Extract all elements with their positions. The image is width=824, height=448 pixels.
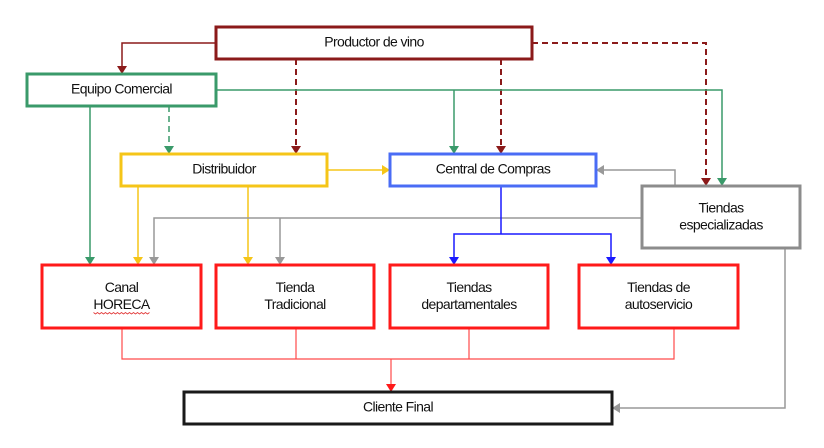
edge-productor-equipo xyxy=(121,42,216,66)
node-box xyxy=(182,390,614,426)
arrowhead xyxy=(164,146,174,154)
node-label: Canal xyxy=(105,279,139,295)
node-label: Tiendas xyxy=(698,200,744,216)
arrowhead xyxy=(291,146,301,154)
connectors xyxy=(85,42,786,413)
arrowhead xyxy=(596,165,604,175)
node-label: HORECA xyxy=(93,296,151,312)
node-box xyxy=(640,184,802,250)
arrowhead xyxy=(717,178,727,186)
edge-retail-cliente xyxy=(121,328,675,384)
arrowhead xyxy=(133,257,143,265)
node-label: Tiendas de xyxy=(627,279,691,295)
node-box xyxy=(214,25,534,61)
arrowhead xyxy=(606,257,616,265)
node-label: Tienda xyxy=(276,279,316,295)
edge-especializadas-cliente xyxy=(620,248,786,409)
arrowhead xyxy=(149,257,159,265)
arrowhead xyxy=(449,257,459,265)
node-label: Tiendas xyxy=(446,279,492,295)
edge-central-retail xyxy=(453,186,612,257)
node-equipo: Equipo Comercial xyxy=(25,72,218,108)
node-central: Central de Compras xyxy=(388,152,598,188)
node-label: Distribuidor xyxy=(192,161,257,177)
node-productor: Productor de vino xyxy=(214,25,534,61)
node-label: Productor de vino xyxy=(324,34,424,50)
arrowhead xyxy=(275,257,285,265)
arrowhead xyxy=(496,146,506,154)
node-label: departamentales xyxy=(421,296,517,312)
arrowhead xyxy=(117,66,127,74)
arrowhead xyxy=(449,146,459,154)
node-box xyxy=(25,72,218,108)
node-label: especializadas xyxy=(679,217,763,233)
arrowhead xyxy=(382,165,390,175)
edge-especializadas-horeca-tradicional xyxy=(153,217,642,257)
node-box xyxy=(388,263,550,330)
arrowhead xyxy=(612,403,620,413)
node-box xyxy=(119,152,329,188)
arrowhead xyxy=(243,257,253,265)
edge-especializadas-central xyxy=(604,169,676,186)
edge-productor-especializadas xyxy=(532,42,707,178)
node-label: autoservicio xyxy=(625,296,693,312)
node-box xyxy=(577,263,740,330)
node-distribuidor: Distribuidor xyxy=(119,152,329,188)
node-label: Equipo Comercial xyxy=(71,81,172,97)
edge-equipo-central-especializadas xyxy=(216,89,723,178)
node-box xyxy=(214,263,376,330)
arrowhead xyxy=(85,257,95,265)
node-label: Central de Compras xyxy=(436,161,551,177)
node-label: Cliente Final xyxy=(363,399,434,415)
node-cliente: Cliente Final xyxy=(182,390,614,426)
arrowhead xyxy=(701,178,711,186)
spellcheck-underline xyxy=(93,312,150,315)
node-box xyxy=(388,152,598,188)
node-box xyxy=(40,263,203,330)
node-label: Tradicional xyxy=(264,296,326,312)
arrowhead xyxy=(386,384,396,392)
